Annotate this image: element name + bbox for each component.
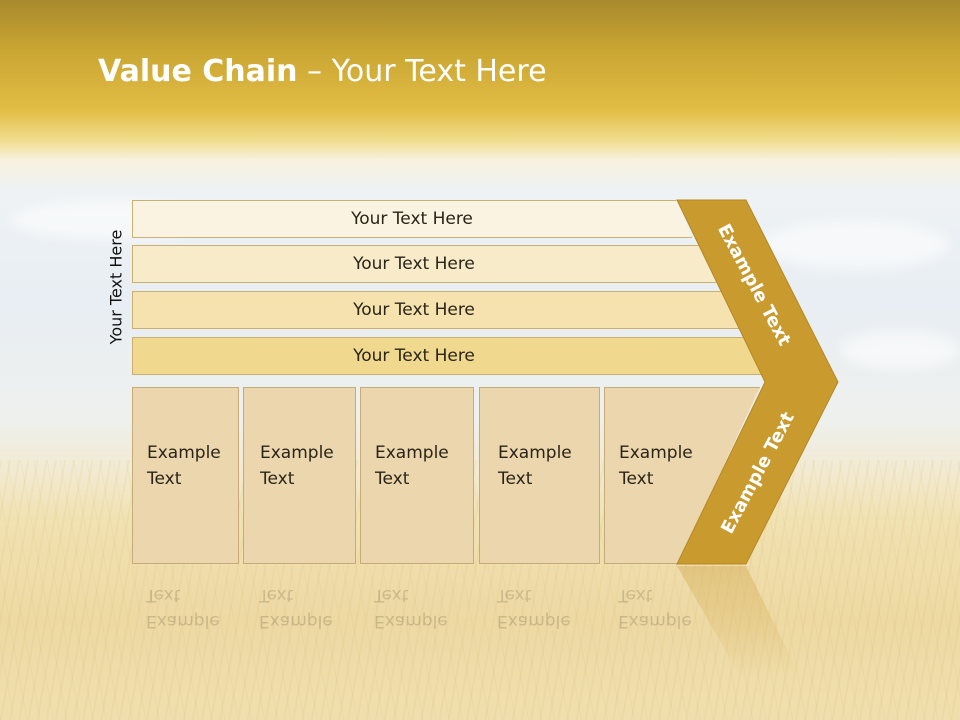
box-4-line2: Text — [498, 469, 533, 489]
title-bold: Value Chain — [98, 54, 298, 89]
row-2-label: Your Text Here — [353, 254, 475, 274]
row-3: Your Text Here — [132, 291, 740, 329]
row-1: Your Text Here — [132, 200, 692, 238]
row-2: Your Text Here — [132, 245, 716, 283]
box-1: Example Text — [132, 387, 239, 564]
chevron-reflection — [677, 566, 800, 676]
row-3-label: Your Text Here — [353, 300, 475, 320]
cloud-shape — [840, 330, 960, 370]
box-1-line2: Text — [147, 469, 182, 489]
row-4-label: Your Text Here — [353, 346, 475, 366]
box-5-line1: Example — [619, 443, 693, 463]
box-3-line2: Text — [375, 469, 410, 489]
box-1-line1: Example — [147, 443, 221, 463]
slide-title: Value Chain – Your Text Here — [98, 54, 547, 89]
box-5-line2: Text — [619, 469, 654, 489]
box-2-line2: Text — [260, 469, 295, 489]
box-3: Example Text — [360, 387, 474, 564]
row-4: Your Text Here — [132, 337, 764, 375]
box-3-line1: Example — [375, 443, 449, 463]
box-2: Example Text — [243, 387, 356, 564]
box-4: Example Text — [479, 387, 600, 564]
box-4-line1: Example — [498, 443, 572, 463]
row-1-label: Your Text Here — [351, 209, 473, 229]
title-rest: – Your Text Here — [297, 54, 547, 89]
chevron-shape — [676, 199, 839, 565]
box-2-line1: Example — [260, 443, 334, 463]
cloud-shape — [760, 220, 950, 270]
